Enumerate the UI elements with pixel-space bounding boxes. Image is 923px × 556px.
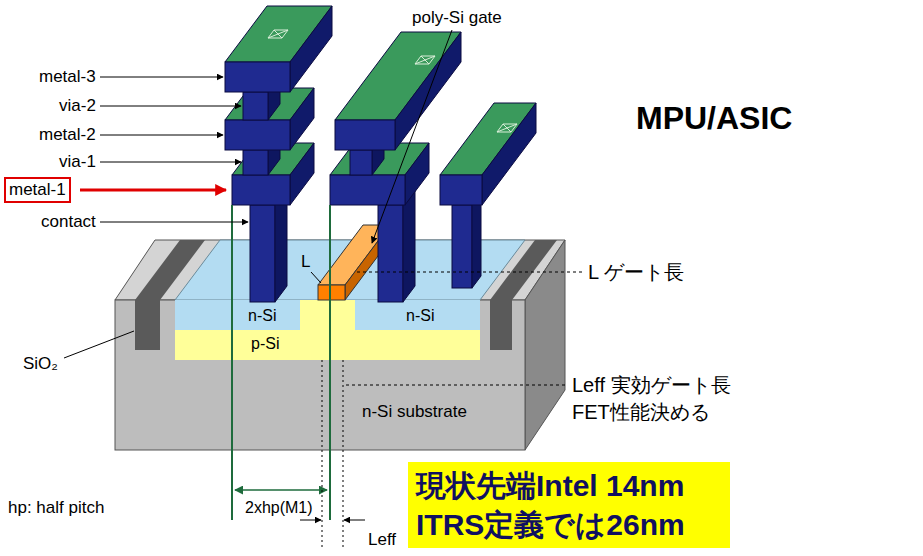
- trench-top: [135, 240, 205, 300]
- metal-line: [225, 62, 290, 92]
- metal-side: [482, 103, 536, 205]
- heading-label: MPU/ASIC: [636, 99, 792, 137]
- note-label: Leff 実効ゲート長: [572, 373, 731, 397]
- dimension-label: L: [301, 252, 310, 272]
- p-well: [175, 300, 480, 360]
- pitch-line: [329, 205, 331, 520]
- leader-line: [372, 30, 452, 243]
- leader-line: [64, 331, 134, 358]
- metal-side: [290, 143, 314, 205]
- layer-label: via-1: [59, 152, 96, 172]
- gate-front: [318, 285, 345, 300]
- dimension-line: [322, 360, 323, 548]
- layer-label: via-2: [59, 96, 96, 116]
- layer-label: metal-2: [39, 125, 96, 145]
- dashed-leader: [346, 385, 567, 386]
- dimension-label: 2xhp(M1): [245, 498, 313, 517]
- metal-side: [290, 88, 314, 150]
- dimension-arrow: [300, 520, 321, 521]
- dashed-leader: [357, 272, 583, 273]
- via-plug: [243, 92, 268, 120]
- via-plug: [243, 150, 268, 175]
- layer-label: contact: [41, 212, 96, 232]
- note-box: 現状先端Intel 14nm ITRS定義では26nm: [408, 462, 730, 548]
- box-text: metal-1: [9, 179, 66, 201]
- dimension-arrow: [344, 520, 365, 521]
- leader-line: [100, 77, 223, 78]
- via-mark: [497, 124, 517, 132]
- pitch-arrow: [235, 489, 327, 491]
- contact-plug: [378, 205, 403, 302]
- leader-line: [311, 272, 321, 283]
- via-mark: [268, 30, 288, 38]
- note-label: L ゲート長: [588, 260, 684, 284]
- leader-line: [100, 222, 248, 223]
- note-label: hp: half pitch: [8, 498, 104, 518]
- region-label: n-Si: [248, 306, 276, 325]
- via-mark: [415, 56, 435, 64]
- metal-line: [330, 175, 405, 205]
- contact-plug: [250, 205, 275, 302]
- n-region: [175, 300, 300, 330]
- contact-side: [472, 193, 481, 288]
- dimension-label: Leff: [368, 530, 396, 550]
- dimension-line: [343, 360, 344, 548]
- contact-side: [275, 189, 287, 302]
- metal-line: [440, 175, 482, 205]
- via-mark: [268, 30, 288, 38]
- via-mark: [497, 124, 517, 132]
- metal-line: [335, 120, 395, 150]
- note-label: FET性能決める: [572, 400, 710, 424]
- oxide-trench: [135, 300, 160, 350]
- layer-label: metal-3: [39, 67, 96, 87]
- metal-line: [232, 175, 290, 205]
- part-label: poly-Si gate: [412, 8, 502, 28]
- oxide-trench: [490, 300, 512, 350]
- n-region: [355, 300, 480, 330]
- metal-line: [225, 120, 290, 150]
- region-label: n-Si: [406, 306, 434, 325]
- metal-side: [405, 143, 429, 205]
- metal-side: [395, 32, 461, 150]
- via-mark: [415, 56, 435, 64]
- via-plug: [350, 150, 372, 175]
- region-label: n-Si substrate: [362, 402, 467, 422]
- leader-line: [100, 135, 223, 136]
- leader-line: [100, 162, 241, 163]
- highlight-arrow: [80, 189, 226, 192]
- material-label: SiO₂: [23, 354, 58, 374]
- box-text: 現状先端Intel 14nm ITRS定義では26nm: [416, 466, 722, 544]
- region-label: p-Si: [251, 334, 279, 353]
- substrate-front: [115, 300, 525, 450]
- trench-top: [490, 240, 557, 300]
- highlight-box: metal-1: [4, 177, 71, 203]
- contact-plug: [452, 205, 472, 288]
- pitch-line: [231, 205, 233, 520]
- metal-side: [290, 6, 332, 92]
- leader-line: [100, 106, 241, 107]
